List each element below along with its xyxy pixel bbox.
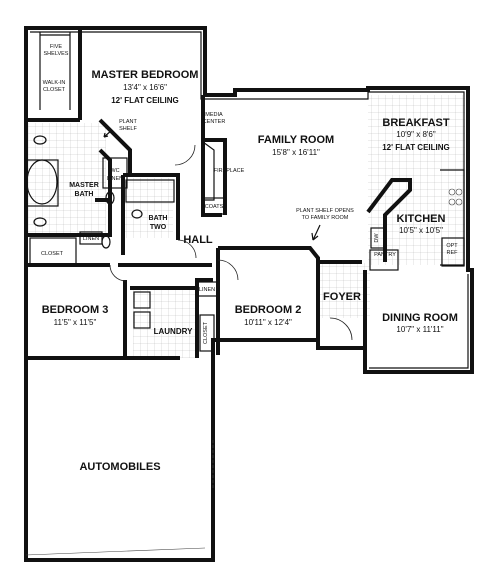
sink-2 xyxy=(33,217,47,227)
bedroom3-name: BEDROOM 3 xyxy=(42,304,109,316)
dryer xyxy=(133,311,151,329)
foyer-tile xyxy=(318,263,370,318)
opt-ref-2: REF xyxy=(447,250,459,256)
stove-burner-2 xyxy=(448,198,456,206)
stove-burner-3 xyxy=(455,188,463,196)
master-bath-tile xyxy=(26,123,106,233)
master-bath-wall xyxy=(26,118,132,175)
master-bedroom-ceiling: 12' FLAT CEILING xyxy=(111,96,179,105)
plant-shelf-arrow xyxy=(311,224,321,241)
automobiles-name: AUTOMOBILES xyxy=(79,461,160,473)
media-center-2: CENTER xyxy=(203,119,226,125)
plant-shelf-fam-1: PLANT SHELF OPENS xyxy=(296,208,354,214)
bedroom3-dims: 11'5" x 11'5" xyxy=(54,318,97,327)
breakfast-ceiling: 12' FLAT CEILING xyxy=(382,143,450,152)
bedroom3-walls xyxy=(26,263,212,360)
laundry-name: LAUNDRY xyxy=(154,327,193,336)
tub-master-frame xyxy=(25,159,59,207)
kitchen-island xyxy=(366,178,412,262)
toilet-master xyxy=(105,191,115,205)
linen-bath-label: LINEN xyxy=(83,236,99,242)
garage-door-track xyxy=(25,547,206,556)
kitchen-counter-right xyxy=(440,169,465,266)
exterior-wall-inner xyxy=(30,31,469,369)
dw-label: DW xyxy=(374,233,380,243)
washer xyxy=(133,291,151,309)
five-shelves-2: SHELVES xyxy=(44,51,69,57)
bedroom2-name: BEDROOM 2 xyxy=(235,304,302,316)
family-room-dims: 15'8" x 16'11" xyxy=(272,148,320,157)
dining-room-name: DINING ROOM xyxy=(382,312,458,324)
door-hall xyxy=(177,239,197,259)
stove-burner-1 xyxy=(448,188,456,196)
master-bedroom-name: MASTER BEDROOM xyxy=(92,69,199,81)
bedroom2-walls xyxy=(216,246,320,355)
plant-shelf-1: PLANT xyxy=(119,119,137,125)
laundry-walls xyxy=(130,278,213,358)
toilet-bath-two xyxy=(101,235,111,249)
wc-label: WC xyxy=(110,168,119,174)
linen-mb-label: LINEN xyxy=(107,176,123,182)
pantry-box xyxy=(369,249,399,271)
master-bath-inner-walls xyxy=(26,148,112,237)
foyer-door xyxy=(329,317,353,341)
fireplace xyxy=(202,141,215,201)
kitchen-dims: 10'5" x 10'5" xyxy=(399,226,443,235)
foyer-dining-walls xyxy=(318,260,367,372)
bath-two-walls xyxy=(121,173,180,255)
media-center-wall xyxy=(201,95,227,217)
closet-bed3-label: CLOSET xyxy=(41,251,64,257)
sink-bath-two xyxy=(131,209,143,219)
garage-wall xyxy=(24,360,215,562)
linen-hall-label: LINEN xyxy=(199,287,215,293)
door-bed2 xyxy=(217,259,239,281)
door-bed3 xyxy=(109,264,127,282)
walkin-1: WALK-IN xyxy=(43,80,66,86)
bath-two-name-2: TWO xyxy=(150,224,167,231)
master-bath-name-2: BATH xyxy=(75,191,94,198)
ref-box xyxy=(441,237,465,267)
five-shelves-1: FIVE xyxy=(50,44,63,50)
pantry-label: PANTRY xyxy=(374,252,396,258)
linen-bath-box xyxy=(79,231,103,245)
hall-name: HALL xyxy=(183,234,213,246)
master-bedroom-dims: 13'4" x 16'6" xyxy=(123,83,167,92)
family-room-name: FAMILY ROOM xyxy=(258,134,334,146)
bath-two-name-1: BATH xyxy=(149,215,168,222)
plant-shelf-2: SHELF xyxy=(119,126,137,132)
dw-box xyxy=(370,227,386,249)
tub-bath-two xyxy=(125,179,175,203)
breakfast-name: BREAKFAST xyxy=(382,117,450,129)
coats-label: COATS xyxy=(205,204,224,210)
opt-ref-1: OPT xyxy=(446,243,458,249)
door-master xyxy=(174,144,196,166)
media-center-1: MEDIA xyxy=(205,112,223,118)
sink-1 xyxy=(33,135,47,145)
kitchen-name: KITCHEN xyxy=(397,213,446,225)
walkin-2: CLOSET xyxy=(43,87,66,93)
plant-shelf-fam-2: TO FAMILY ROOM xyxy=(302,215,349,221)
exterior-wall xyxy=(24,26,474,562)
master-bath-name-1: MASTER xyxy=(69,182,99,189)
breakfast-dims: 10'9" x 8'6" xyxy=(396,130,436,139)
plant-shelf-mb-arrow xyxy=(103,129,113,138)
coats-closet xyxy=(202,197,226,215)
bath-two-tile xyxy=(123,178,173,238)
laundry-tile xyxy=(133,290,195,358)
closet-bed3-box xyxy=(29,237,77,267)
foyer-name: FOYER xyxy=(323,291,361,303)
stove-burner-4 xyxy=(455,198,463,206)
dining-room-dims: 10'7" x 11'11" xyxy=(396,325,443,334)
closet-laundry-box xyxy=(199,314,215,352)
fireplace-label: FIREPLACE xyxy=(214,168,245,174)
bedroom2-dims: 10'11" x 12'4" xyxy=(244,318,292,327)
closet-shelves xyxy=(39,32,71,110)
closet-laundry-label: CLOSET xyxy=(203,321,209,344)
